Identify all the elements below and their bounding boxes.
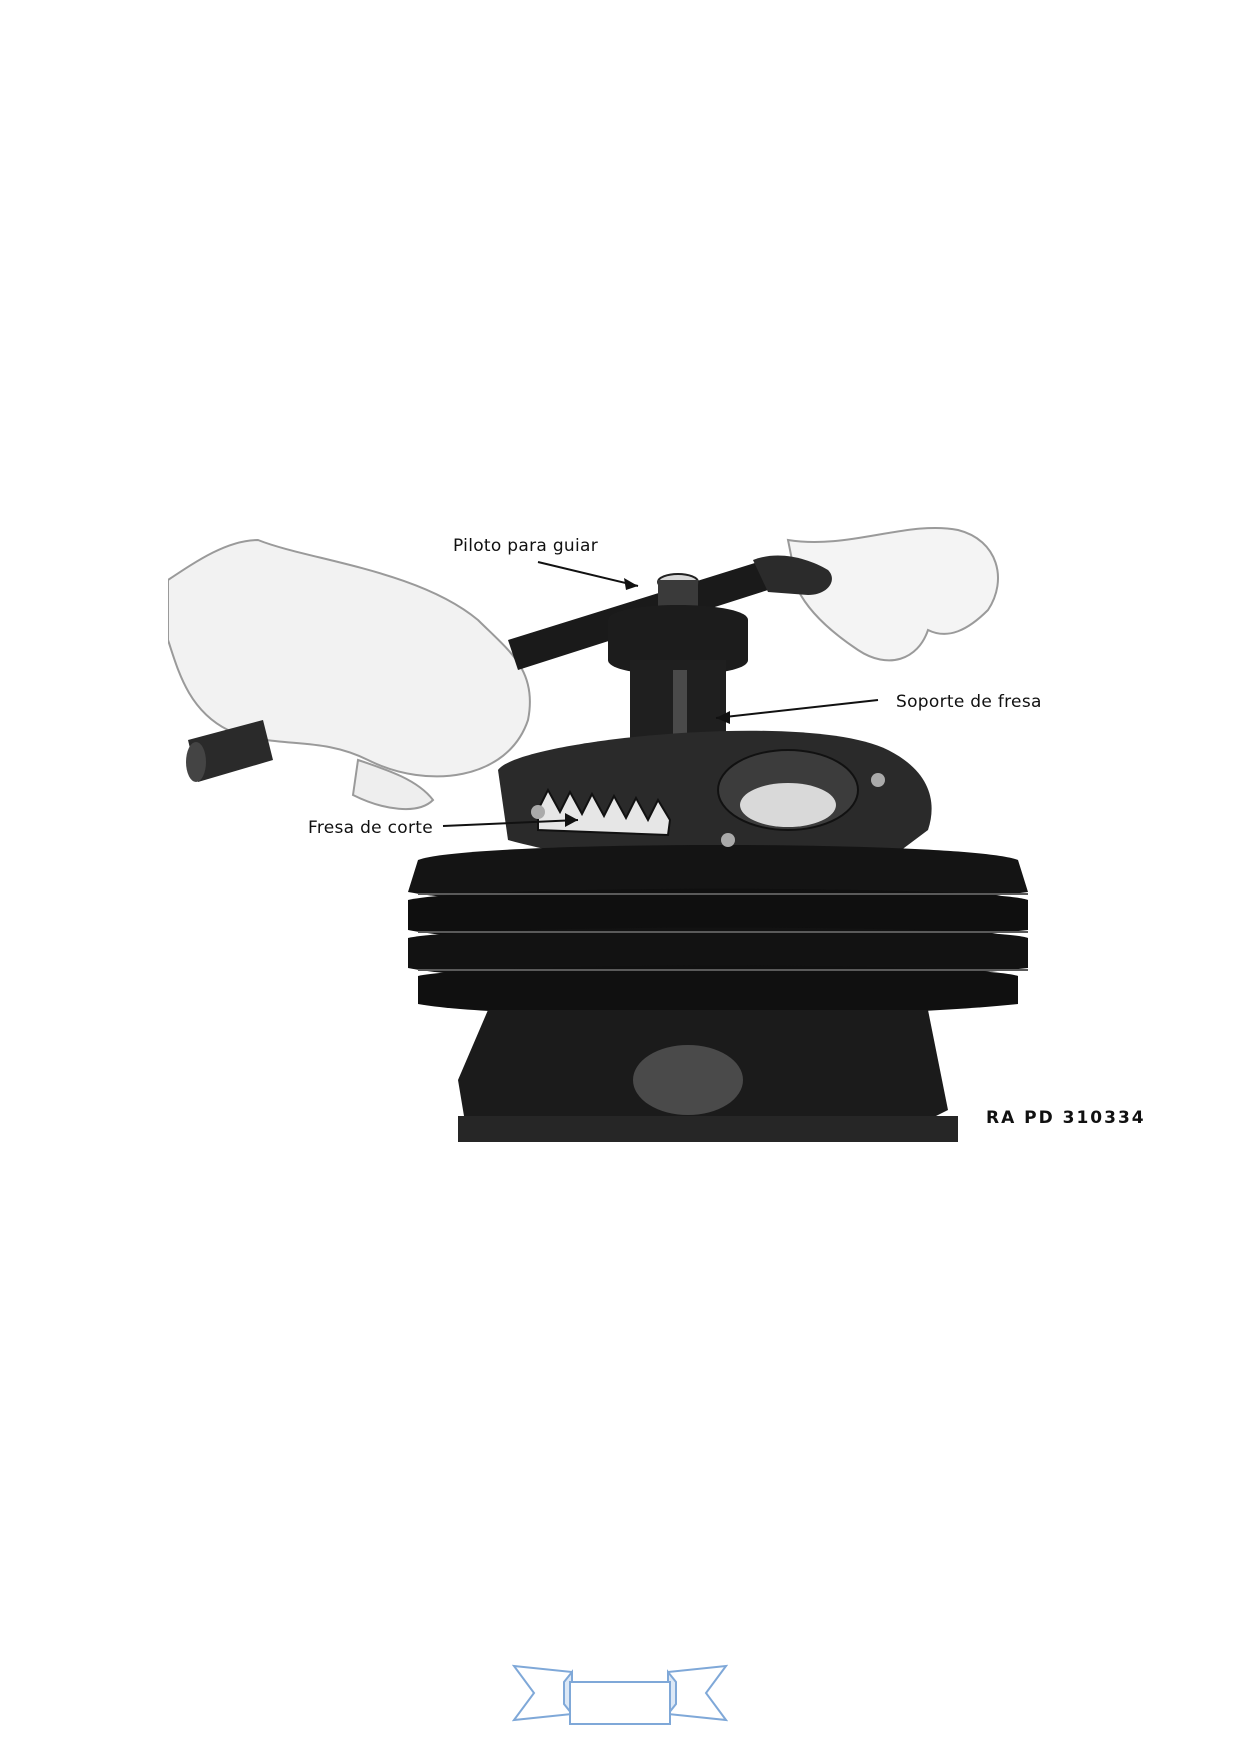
bolt-hole-2	[721, 833, 735, 847]
tube-opening	[186, 742, 206, 782]
bolt-hole-1	[531, 805, 545, 819]
ribbon-banner-icon	[512, 1664, 728, 1725]
pilot-leader-line	[537, 561, 639, 587]
wrench-end	[753, 555, 832, 595]
callout-pilot-label: Piloto para guiar	[453, 536, 599, 556]
engine-cylinder-head-illustration	[168, 526, 1028, 1142]
pilot-leader-arrowhead	[624, 578, 638, 590]
cutter-leader-line	[442, 819, 579, 827]
left-fingers-shape	[351, 758, 435, 811]
ribbon-center-panel	[569, 1681, 671, 1725]
callout-cutter-label: Fresa de corte	[308, 818, 434, 838]
ribbon-left-tail	[512, 1664, 573, 1722]
bolt-hole-3	[871, 773, 885, 787]
page-number-ribbon-icon	[512, 1658, 728, 1730]
holder-top	[608, 605, 748, 675]
callout-holder-label: Soporte de fresa	[896, 692, 1042, 712]
cooling-fin-4	[418, 965, 1018, 1016]
left-hand-shape	[168, 538, 531, 778]
lower-port	[633, 1045, 743, 1115]
valve-port-inner	[740, 783, 836, 827]
base-plate	[458, 1116, 958, 1142]
cutter-leader-arrowhead	[565, 813, 578, 827]
tube-shape	[188, 720, 273, 782]
holder-leader-line	[715, 699, 879, 719]
ribbon-right-tail	[667, 1664, 728, 1722]
valve-seat-cutter-figure: Piloto para guiar Soporte de fresa Fresa…	[168, 520, 1158, 1142]
right-hand-shape	[786, 526, 999, 662]
holder-leader-arrowhead	[716, 711, 730, 724]
figure-code-label: RA PD 310334	[986, 1108, 1146, 1128]
